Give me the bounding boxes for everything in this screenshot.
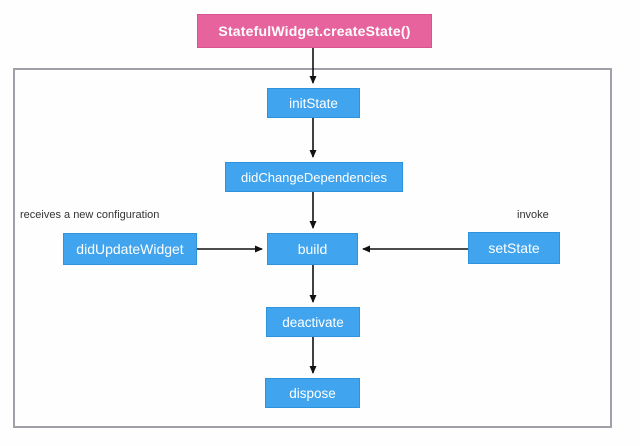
node-dispose: dispose (265, 378, 360, 408)
node-setState: setState (468, 232, 560, 264)
node-didUpdateWidget: didUpdateWidget (63, 233, 197, 265)
node-deactivate: deactivate (266, 307, 360, 337)
node-build: build (267, 233, 358, 265)
annotation-didUpdateWidget: receives a new configuration (20, 209, 160, 221)
node-initState: initState (267, 88, 360, 118)
node-didChangeDependencies: didChangeDependencies (225, 162, 403, 192)
node-createState: StatefulWidget.createState() (197, 14, 432, 48)
annotation-setState: invoke (517, 209, 549, 221)
